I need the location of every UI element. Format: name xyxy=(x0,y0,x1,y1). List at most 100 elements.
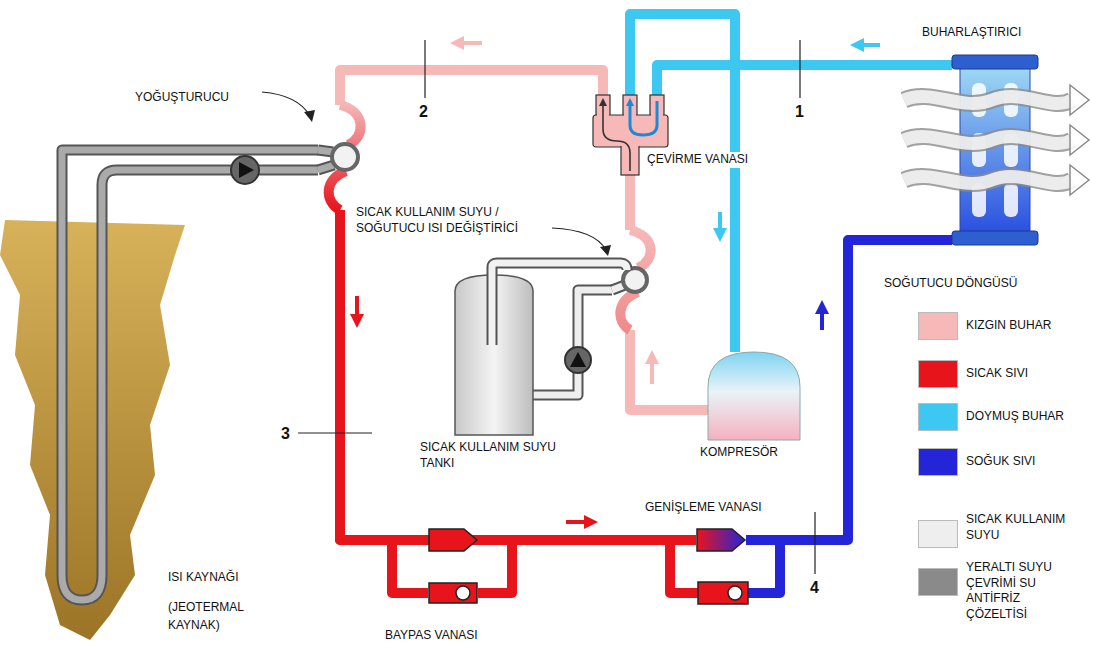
evaporator-shape xyxy=(904,137,1072,144)
bypass-pipe xyxy=(746,540,780,593)
refrigerant-pipe xyxy=(478,540,696,593)
callout-tick xyxy=(298,40,815,574)
heat-source-shape xyxy=(0,220,185,640)
flow-arrow xyxy=(862,43,880,47)
leader-arrow xyxy=(600,245,611,256)
refrigerant-pipe xyxy=(340,210,696,540)
component-label: YOĞUŞTURUCU xyxy=(135,90,229,106)
pipe-line xyxy=(625,175,635,230)
condenser-shape xyxy=(329,105,361,210)
component-label: SICAK KULLANIM SUYU TANKI xyxy=(420,440,570,471)
legend-swatch xyxy=(918,568,958,596)
legend-text: KIZGIN BUHAR xyxy=(966,318,1051,334)
hot-water-tank-shape xyxy=(492,263,627,345)
heat-source-shape xyxy=(62,170,318,600)
pipe-line xyxy=(478,540,696,593)
condenser-shape xyxy=(318,165,334,170)
condenser-shape xyxy=(318,150,333,152)
condenser-shape xyxy=(318,105,368,210)
reversing-valve-shape xyxy=(603,105,630,171)
water-pump xyxy=(565,347,591,373)
heat-exchanger-shape xyxy=(623,268,647,292)
component-label: SICAK KULLANIM SUYU / SOĞUTUCU ISI DEĞİŞ… xyxy=(356,205,546,236)
reversing-valve-shape xyxy=(599,98,607,106)
evaporator-shape xyxy=(904,97,1072,104)
pipe-line xyxy=(630,14,735,352)
evaporator-shape xyxy=(904,97,1072,104)
pipe-line xyxy=(630,330,708,410)
compressor-shape xyxy=(708,352,800,440)
callout-tick xyxy=(424,40,425,98)
evaporator-shape xyxy=(1004,183,1018,217)
evaporator-shape xyxy=(904,137,1072,144)
compressor-shape xyxy=(708,352,800,440)
check-valve xyxy=(698,582,748,604)
refrigerant-pipe xyxy=(630,175,631,230)
hot-water-tank: SICAK KULLANIM SUYU TANKI xyxy=(455,275,533,435)
flow-arrow xyxy=(718,212,722,230)
compressor: KOMPRESÖR xyxy=(708,352,800,440)
pipe-line xyxy=(340,70,603,105)
evaporator-shape xyxy=(1070,85,1089,115)
hot-water-tank-shape xyxy=(455,275,533,435)
legend-swatch xyxy=(918,520,958,548)
hot-water-tank-shape xyxy=(492,263,627,345)
flow-arrow xyxy=(355,296,359,316)
callout-number: 3 xyxy=(281,424,290,445)
flow-arrow xyxy=(350,314,364,328)
callout-tick xyxy=(298,432,372,433)
flow-arrow xyxy=(850,38,864,52)
evaporator-shape xyxy=(952,231,1038,245)
pipe-line xyxy=(340,210,696,540)
refrigerant-pipe xyxy=(630,330,708,410)
evaporator-shape xyxy=(952,55,1038,245)
heat-source-shape xyxy=(62,170,318,600)
legend-text: SICAK SIVI xyxy=(966,366,1028,382)
flow-arrow xyxy=(450,36,464,50)
flow-arrow xyxy=(650,362,654,384)
component-label: BUHARLAŞTIRICI xyxy=(922,25,1021,41)
component-label: ISI KAYNAĞI xyxy=(168,570,238,586)
refrigerant-pipe xyxy=(630,14,735,352)
flow-arrow xyxy=(713,228,727,242)
flow-arrow xyxy=(350,36,880,529)
reversing-valve-shape xyxy=(630,101,657,135)
flow-arrow xyxy=(462,41,482,45)
condenser-shape xyxy=(318,165,334,170)
evaporator-shape xyxy=(1070,125,1089,155)
expansion-valve: GENİŞLEME VANASI xyxy=(696,528,746,552)
pipe-core xyxy=(533,290,612,395)
legend-text: SOĞUK SIVI xyxy=(966,454,1035,470)
check-valve xyxy=(728,586,742,600)
reversing-valve-shape xyxy=(626,98,634,106)
component-label: (JEOTERMAL KAYNAK) xyxy=(168,598,268,634)
evaporator-shape xyxy=(1070,165,1089,195)
callout-number: 1 xyxy=(795,102,804,123)
condenser-shape xyxy=(318,150,333,152)
flow-arrow xyxy=(815,300,829,314)
flow-arrow xyxy=(645,350,659,364)
leader-arrow xyxy=(552,228,606,250)
pipe-outline xyxy=(533,290,612,395)
water-pump xyxy=(565,347,591,373)
heat-source: ISI KAYNAĞI (JEOTERMAL KAYNAK) xyxy=(0,215,300,640)
callout-number: 2 xyxy=(419,102,428,123)
legend-swatch xyxy=(918,360,958,388)
bypass-pipe xyxy=(670,540,698,593)
condenser: YOĞUŞTURUCU xyxy=(318,105,368,210)
component-label: ÇEVİRME VANASI xyxy=(645,152,750,168)
bypass-valve-shape xyxy=(428,582,478,604)
heat-exchanger-shape xyxy=(620,230,650,330)
pipe-line xyxy=(340,210,428,593)
component-label: GENİŞLEME VANASI xyxy=(645,500,761,516)
check-valve xyxy=(698,582,748,604)
leader-arrow xyxy=(262,92,310,116)
heat-source-shape xyxy=(0,215,300,640)
flow-arrow xyxy=(584,515,598,529)
callout-number: 4 xyxy=(810,578,819,599)
reversing-valve: ÇEVİRME VANASI xyxy=(593,95,668,175)
legend-text: YERALTI SUYU ÇEVRİMİ SU ANTİFRİZ ÇÖZELTİ… xyxy=(966,560,1084,622)
component-label: KOMPRESÖR xyxy=(700,445,778,461)
check-valve xyxy=(429,529,477,551)
